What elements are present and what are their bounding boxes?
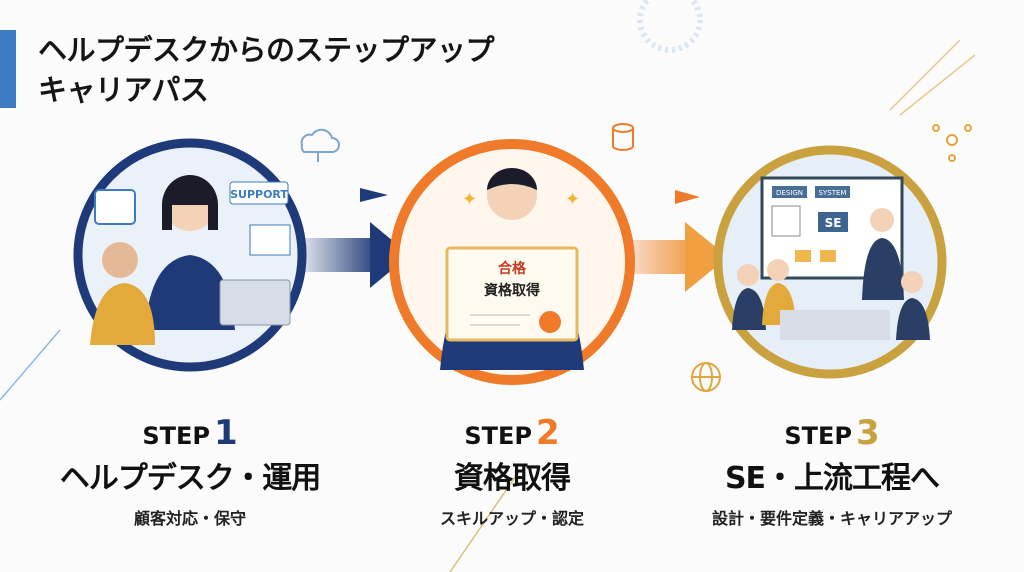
page-title: ヘルプデスクからのステップアップ キャリアパス — [38, 30, 495, 110]
decorative-lines — [0, 39, 976, 572]
cloud-icon — [300, 128, 340, 162]
arrow-step2-to-step3 — [620, 190, 728, 292]
step-label: STEP — [464, 422, 532, 450]
certificate-title: 合格 — [498, 260, 527, 277]
decorative-circle — [637, 0, 703, 53]
support-badge: SUPPORT — [230, 188, 288, 201]
se-box: SE — [825, 216, 842, 230]
step-number: 3 — [855, 413, 880, 453]
step-number: 1 — [213, 413, 238, 453]
step3-illustration: DESIGN SYSTEM SE — [713, 145, 947, 379]
title-line-1: ヘルプデスクからのステップアップ — [38, 33, 495, 67]
step2-illustration: 合格 資格取得 ✦ ✦ — [389, 139, 635, 385]
title-accent-bar — [0, 30, 16, 108]
step1-illustration: SUPPORT — [73, 138, 307, 372]
step-heading: ヘルプデスク・運用 — [59, 461, 321, 496]
step-subtitle: 設計・要件定義・キャリアアップ — [711, 509, 952, 528]
system-box: SYSTEM — [819, 189, 847, 197]
network-icon — [932, 124, 972, 162]
design-box: DESIGN — [776, 189, 803, 197]
step-subtitle: スキルアップ・認定 — [439, 509, 584, 528]
globe-icon — [691, 362, 721, 392]
database-icon — [612, 123, 634, 151]
phone-chat-icon — [94, 189, 136, 225]
step-subtitle: 顧客対応・保守 — [133, 509, 246, 528]
award-ribbon-icon — [539, 311, 561, 333]
sparkle-icon: ✦ — [565, 189, 580, 210]
sparkle-icon: ✦ — [462, 189, 477, 210]
title-line-2: キャリアパス — [38, 73, 209, 107]
step-label: STEP — [784, 422, 852, 450]
step-heading: SE・上流工程へ — [724, 461, 940, 496]
certificate-body: 資格取得 — [484, 282, 540, 299]
step-label: STEP — [142, 422, 210, 450]
step-number: 2 — [535, 413, 560, 453]
step-heading: 資格取得 — [454, 461, 571, 496]
